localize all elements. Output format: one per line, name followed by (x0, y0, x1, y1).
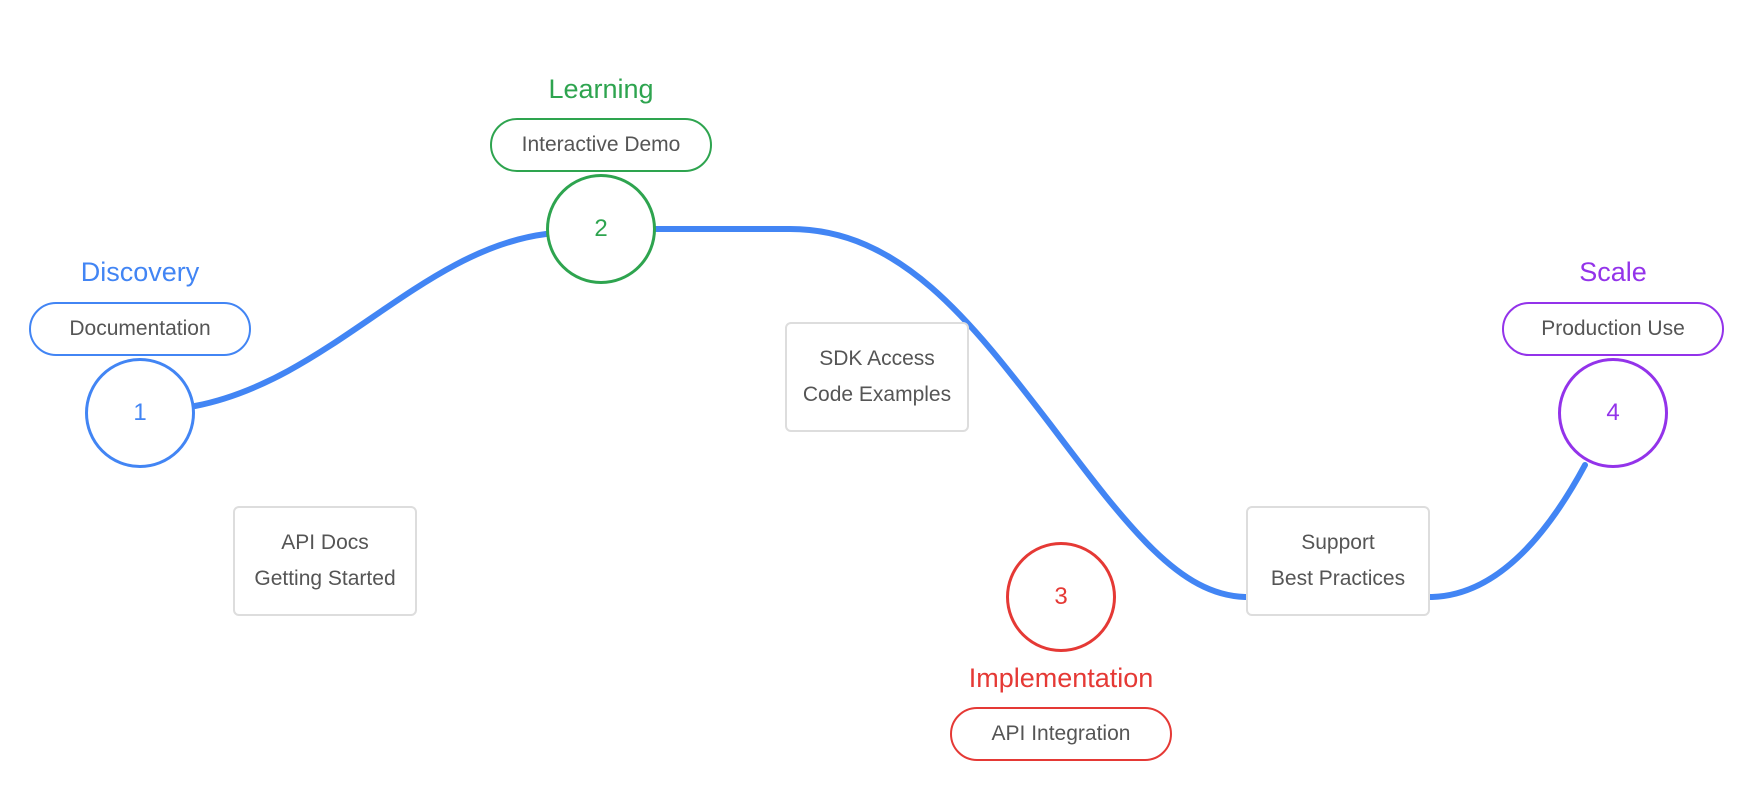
stage-4-title: Scale (1579, 257, 1647, 287)
stage-1-tag[interactable]: Documentation (29, 302, 251, 356)
resource-card-3[interactable]: Support Best Practices (1246, 506, 1430, 616)
stage-3-title: Implementation (968, 663, 1154, 693)
card-line: SDK Access (819, 347, 935, 370)
stage-3-tag[interactable]: API Integration (950, 707, 1172, 761)
card-line: Getting Started (254, 567, 396, 590)
card-line: Code Examples (802, 383, 952, 406)
stage-2-node[interactable]: 2 (546, 174, 656, 284)
stage-3-node[interactable]: 3 (1006, 542, 1116, 652)
card-line: API Docs (281, 531, 369, 554)
resource-card-2[interactable]: SDK Access Code Examples (785, 322, 969, 432)
stage-2-tag[interactable]: Interactive Demo (490, 118, 712, 172)
resource-card-1[interactable]: API Docs Getting Started (233, 506, 417, 616)
stage-2-title: Learning (548, 74, 654, 104)
stage-4-node[interactable]: 4 (1558, 358, 1668, 468)
card-line: Best Practices (1270, 567, 1406, 590)
journey-path (192, 226, 1588, 600)
stage-1-node[interactable]: 1 (85, 358, 195, 468)
card-line: Support (1301, 531, 1375, 554)
stage-4-tag[interactable]: Production Use (1502, 302, 1724, 356)
stage-1-title: Discovery (80, 257, 200, 287)
